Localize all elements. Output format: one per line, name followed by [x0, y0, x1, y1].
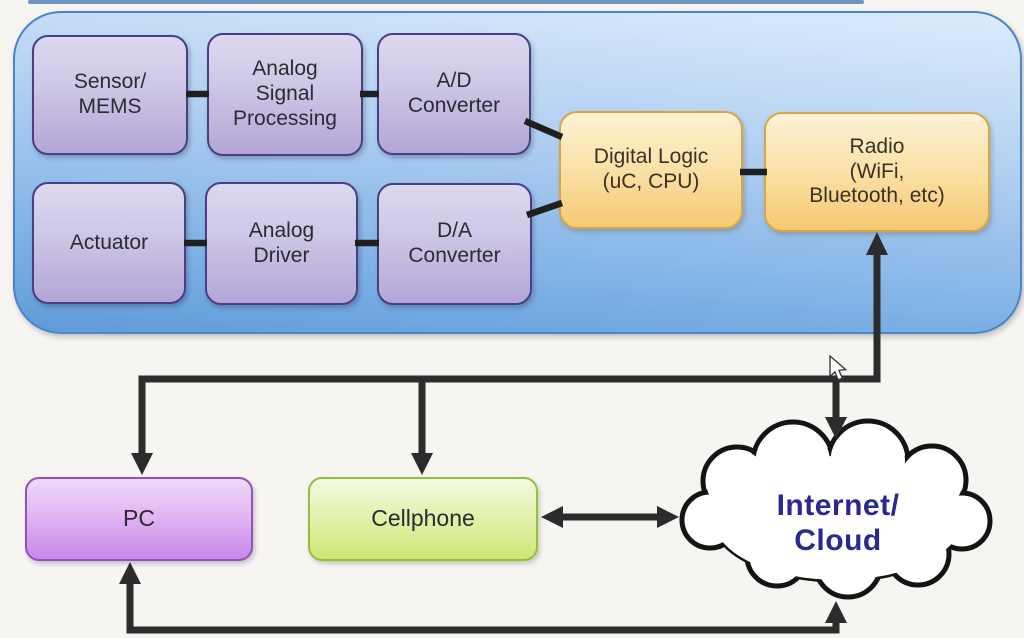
node-analog-driver-label: Analog Driver [248, 218, 315, 267]
node-analog-signal-processing: Analog Signal Processing [207, 33, 363, 156]
node-pc-label: PC [123, 505, 155, 532]
arrowhead-into-cloud-left [657, 506, 679, 528]
mouse-cursor-icon [829, 354, 848, 381]
node-radio: Radio (WiFi, Bluetooth, etc) [764, 112, 990, 232]
arrowhead-into-pc-bottom [119, 562, 141, 584]
arrow-pc-cloud-return [126, 580, 840, 634]
cloud-label: Internet/ Cloud [776, 489, 900, 557]
node-radio-label: Radio (WiFi, Bluetooth, etc) [809, 134, 945, 208]
node-cellphone: Cellphone [308, 477, 538, 561]
node-analog-driver: Analog Driver [205, 182, 358, 305]
node-actuator-label: Actuator [69, 230, 149, 254]
node-da-converter-label: D/A Converter [408, 219, 501, 267]
top-edge-artifact [28, 0, 864, 4]
node-da-converter: D/A Converter [377, 183, 532, 305]
arrowhead-into-cloud-bottom [825, 601, 847, 623]
node-digital-logic: Digital Logic (uC, CPU) [559, 111, 743, 229]
node-pc: PC [25, 477, 253, 561]
arrowhead-into-pc-top [131, 453, 153, 475]
node-sensor-mems: Sensor/ MEMS [32, 35, 188, 155]
node-ad-converter-label: A/D Converter [407, 69, 501, 117]
node-digital-logic-label: Digital Logic (uC, CPU) [593, 145, 709, 193]
node-analog-signal-processing-label: Analog Signal Processing [233, 57, 337, 130]
arrowhead-into-cloud-top [825, 417, 847, 439]
node-actuator: Actuator [32, 182, 186, 304]
node-ad-converter: A/D Converter [377, 33, 531, 155]
arrowhead-into-cellphone-top [411, 453, 433, 475]
node-cellphone-label: Cellphone [371, 505, 475, 532]
node-sensor-mems-label: Sensor/ MEMS [73, 70, 147, 118]
arrowhead-into-cellphone-right [541, 506, 563, 528]
